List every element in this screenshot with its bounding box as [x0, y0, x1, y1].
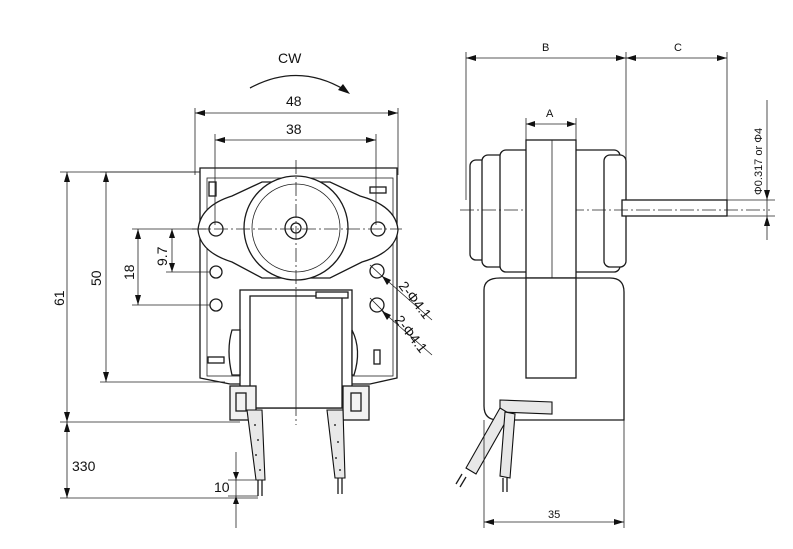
lead-wire-left — [246, 409, 266, 481]
side-view: B C A Φ0.317 or Φ4 — [455, 42, 775, 528]
dim-18-label: 18 — [121, 264, 137, 280]
dim-9-7-label: 9.7 — [154, 246, 170, 266]
dim-a-label: A — [546, 108, 554, 120]
dim-c-label: C — [674, 42, 682, 54]
dim-10: 10 — [214, 452, 258, 528]
side-hole-left-1 — [209, 265, 223, 279]
dim-330-label: 330 — [72, 458, 96, 474]
coil-bulge-right — [351, 329, 359, 376]
dim-b: B — [465, 42, 627, 200]
shaft-side — [621, 199, 728, 217]
dim-38-label: 38 — [286, 121, 302, 137]
front-view: CW — [51, 50, 435, 528]
rotation-arrow — [249, 74, 346, 91]
side-lead-wire-2 — [499, 411, 516, 479]
terminal-bar — [315, 291, 349, 299]
dim-35-label: 35 — [548, 509, 560, 521]
dim-a: A — [525, 108, 577, 145]
dim-48-label: 48 — [286, 93, 302, 109]
dim-48: 48 — [194, 93, 399, 175]
coil-bulge-left — [228, 329, 241, 376]
slot-bottom-right — [373, 349, 381, 365]
dim-50: 50 — [88, 171, 225, 383]
side-strip-1 — [455, 473, 463, 485]
dim-61-label: 61 — [51, 290, 67, 306]
dim-38: 38 — [214, 121, 377, 225]
dim-10-label: 10 — [214, 479, 230, 495]
dim-18: 18 — [121, 228, 210, 306]
dim-35: 35 — [483, 420, 625, 528]
winding-block-right — [342, 385, 370, 421]
slot-top-right — [369, 186, 387, 194]
dim-b-label: B — [542, 42, 549, 54]
slot-bottom-left — [207, 356, 225, 364]
winding-block-right-inner — [350, 392, 362, 412]
dim-50-label: 50 — [88, 270, 104, 286]
dim-9-7: 9.7 — [154, 229, 210, 273]
winding-block-left-inner — [235, 392, 247, 412]
wire-dots — [254, 424, 341, 471]
slot-top-left — [208, 181, 217, 197]
side-strip-2 — [459, 476, 467, 488]
hole-cross-1 — [369, 264, 385, 279]
side-plate-lower — [525, 277, 577, 379]
hole-cross-2 — [369, 297, 385, 313]
side-hole-left-2 — [209, 298, 223, 312]
dim-c: C — [626, 42, 728, 200]
shaft-dia-label: Φ0.317 or Φ4 — [753, 128, 765, 195]
rotation-label: CW — [278, 50, 302, 66]
dim-330: 330 — [60, 422, 258, 499]
side-lead-base — [499, 399, 553, 415]
lead-wire-right — [326, 409, 346, 479]
rotation-arrow-head — [338, 84, 350, 94]
dim-shaft-diameter: Φ0.317 or Φ4 — [727, 100, 775, 240]
